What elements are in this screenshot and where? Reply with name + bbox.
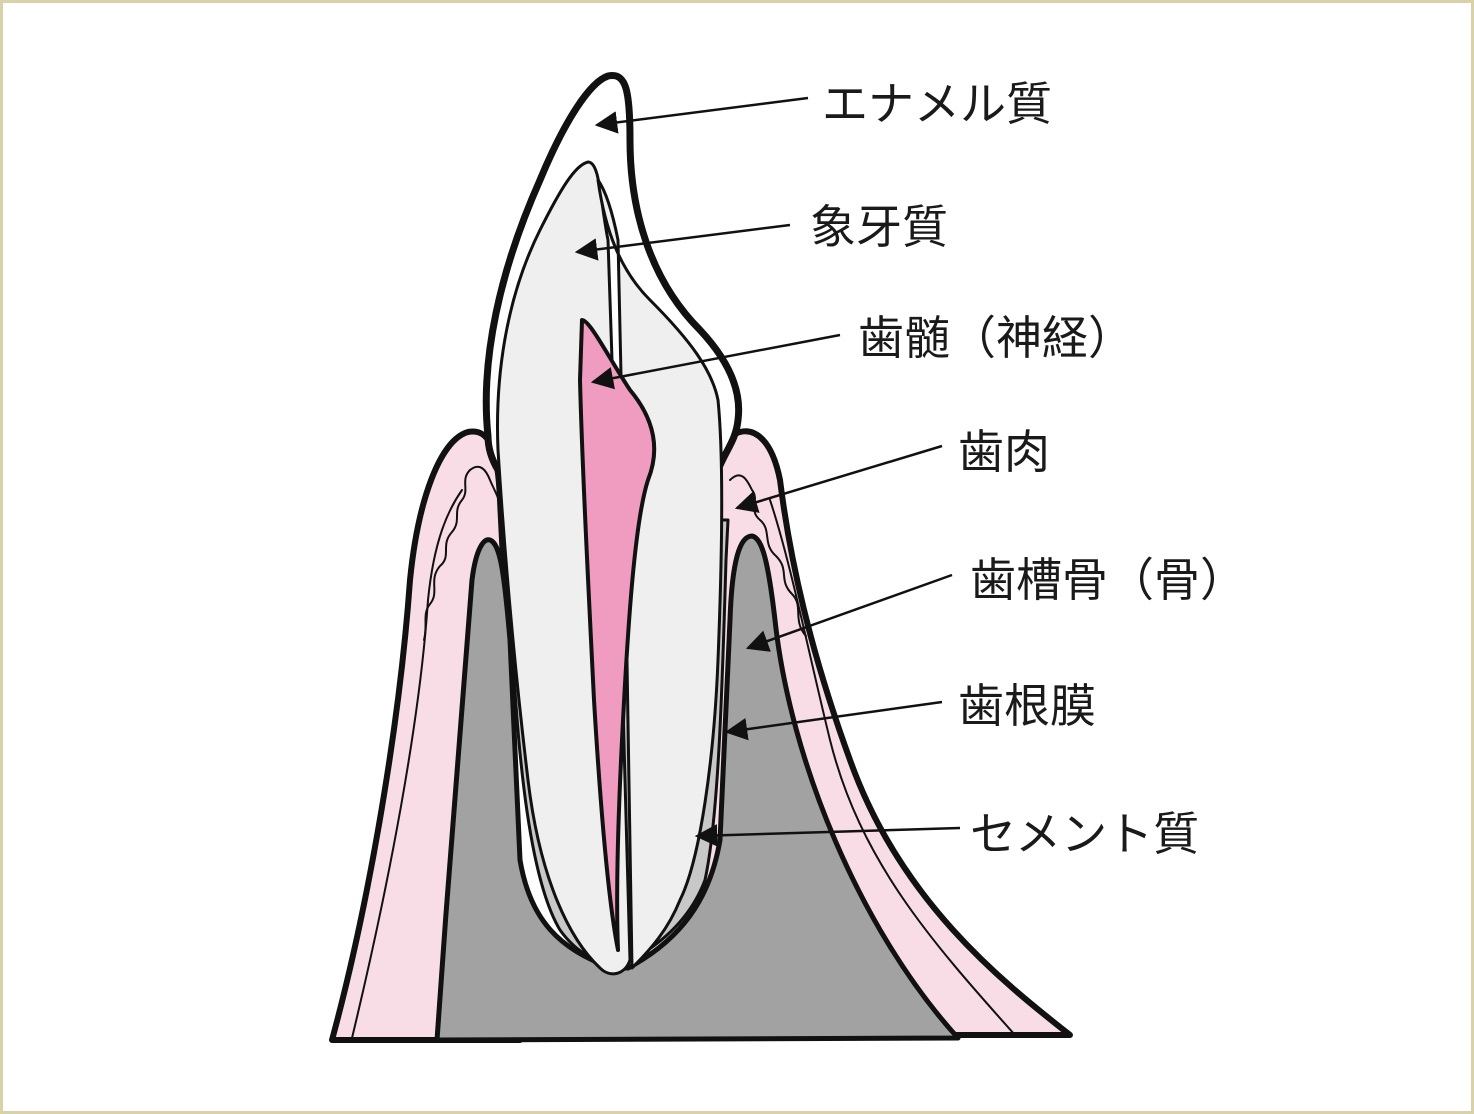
label-pulp: 歯髄（神経） bbox=[858, 311, 1134, 365]
label-gum: 歯肉 bbox=[958, 425, 1050, 479]
gingiva-wavy-left bbox=[423, 469, 471, 641]
label-enamel: エナメル質 bbox=[822, 77, 1052, 131]
gingiva-wavy-left-2 bbox=[469, 465, 505, 521]
leader-periodontal-ligament bbox=[724, 700, 943, 741]
alveolar-bone bbox=[434, 533, 961, 1043]
label-dentin: 象牙質 bbox=[810, 200, 948, 254]
leader-gum bbox=[734, 444, 943, 513]
label-alveolar-bone: 歯槽骨（骨） bbox=[970, 553, 1246, 607]
leader-enamel bbox=[594, 96, 809, 134]
leader-alveolar-bone bbox=[745, 573, 953, 652]
label-periodontal-ligament: 歯根膜 bbox=[958, 679, 1096, 733]
tooth-anatomy-diagram: エナメル質 象牙質 歯髄（神経） 歯肉 歯槽骨（骨） 歯根膜 セメント質 bbox=[329, 71, 1246, 1043]
gingiva-inner-line-right bbox=[769, 499, 1016, 1036]
gingiva-inner-line-left bbox=[351, 489, 463, 1039]
gingiva-wavy-right bbox=[729, 474, 807, 637]
leader-dentin bbox=[574, 223, 791, 261]
pulp bbox=[578, 318, 657, 952]
leader-pulp bbox=[590, 333, 841, 390]
label-cementum: セメント質 bbox=[970, 807, 1199, 861]
leader-cementum bbox=[694, 824, 961, 847]
dentin-right-root bbox=[596, 178, 724, 970]
